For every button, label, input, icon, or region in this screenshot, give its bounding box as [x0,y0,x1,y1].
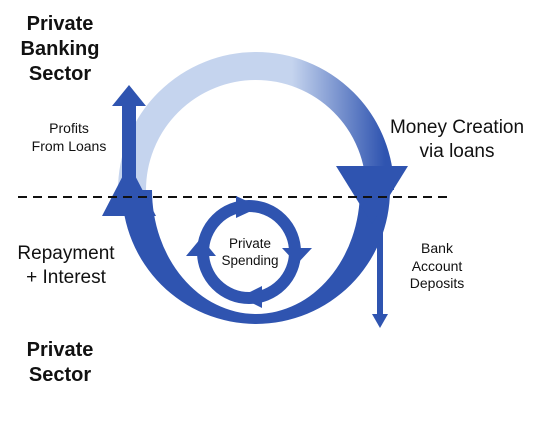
spending-arrowhead-right [282,248,312,264]
spending-arrowhead-top [236,196,260,218]
spending-arrowhead-left [186,238,216,256]
repayment-interest-label: Repayment + Interest [17,243,115,288]
money-creation-label: Money Creation via loans [389,117,525,162]
profits-from-loans-label: Profits From Loans [31,120,107,154]
repayment-arc [122,190,390,324]
money-creation-arc [118,52,394,191]
bank-account-deposits-label: Bank Account Deposits [409,240,465,291]
spending-arrowhead-bottom [240,286,262,308]
deposits-arrow-shaft [377,200,383,315]
deposits-arrowhead [372,314,388,328]
private-spending-label: Private Spending [221,236,279,268]
private-banking-sector-label: Private Banking Sector [20,13,100,85]
money-creation-arrowhead [336,166,408,224]
profits-arrowhead [112,85,146,106]
private-sector-label: Private Sector [26,339,94,386]
profits-arrow-shaft [122,104,136,196]
